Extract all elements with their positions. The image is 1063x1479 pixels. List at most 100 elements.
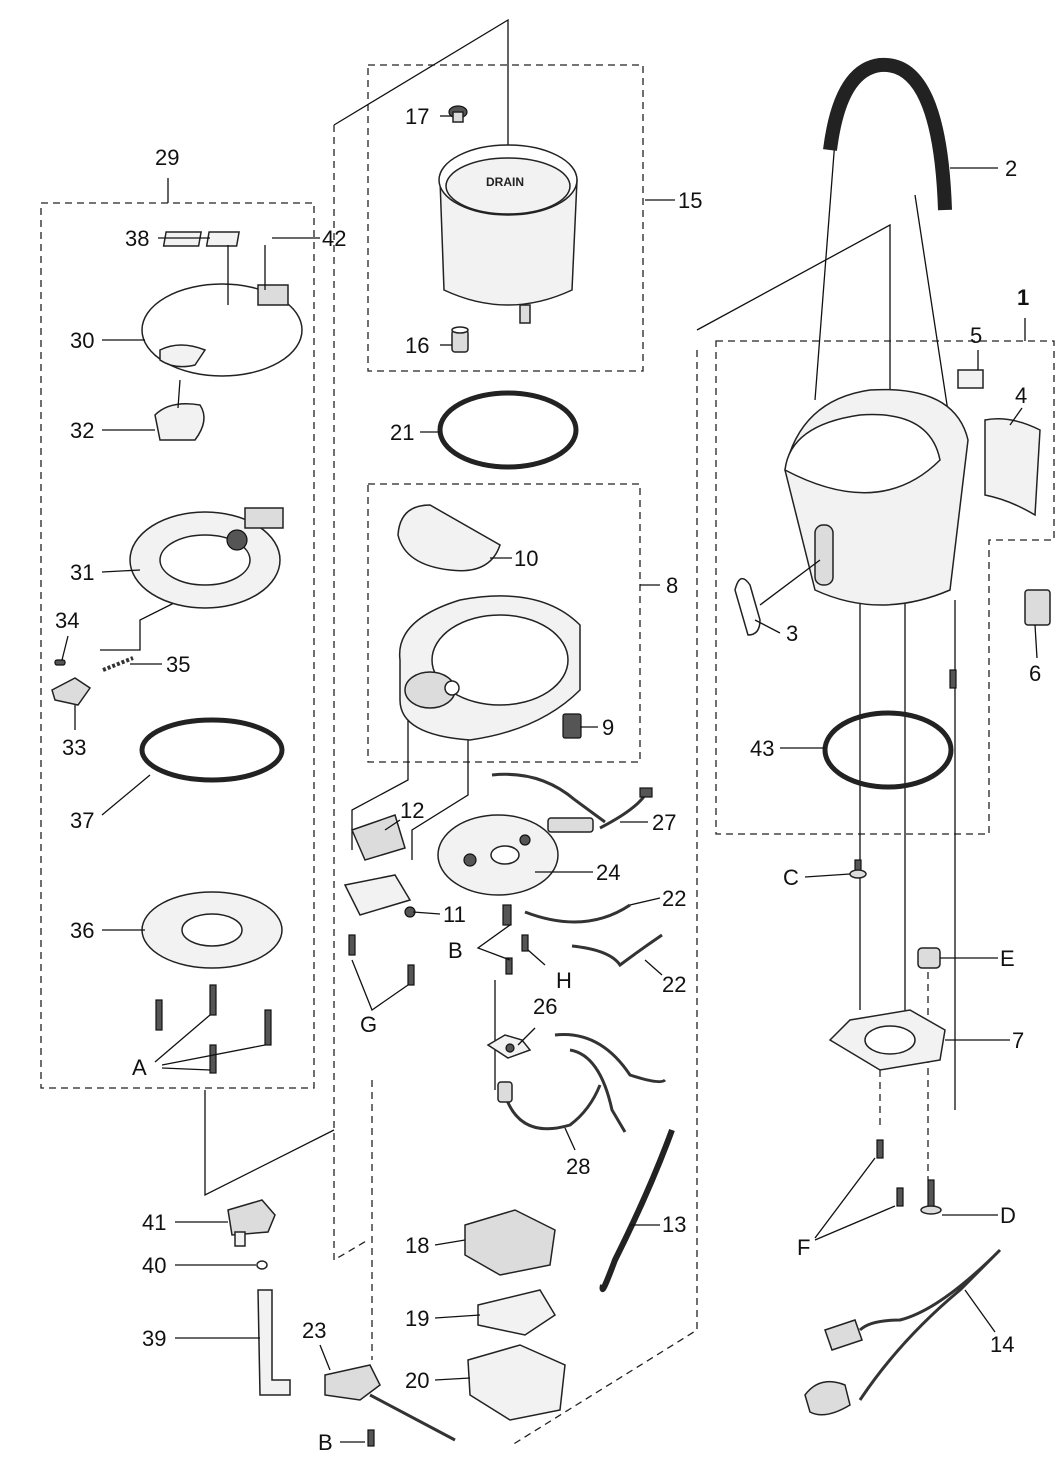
callout-f: F	[797, 1235, 810, 1260]
callout-d: D	[1000, 1203, 1016, 1228]
callout-19: 19	[405, 1306, 429, 1331]
connector-15-top	[333, 18, 509, 160]
screws-f	[876, 1139, 904, 1207]
callout-12: 12	[400, 798, 424, 823]
callout-5: 5	[970, 323, 982, 348]
label-42	[205, 231, 240, 247]
board-case-20	[467, 1344, 566, 1421]
screws-g	[348, 934, 415, 986]
top-cover-8	[398, 595, 581, 741]
callout-c: C	[783, 865, 799, 890]
screw-d	[920, 1179, 942, 1215]
callout-34: 34	[55, 608, 79, 633]
callout-e: E	[1000, 946, 1015, 971]
release-button-32	[154, 403, 205, 441]
callout-26: 26	[533, 994, 557, 1019]
callout-38: 38	[125, 226, 149, 251]
pump-outlet-41	[227, 1199, 276, 1247]
callout-33: 33	[62, 735, 86, 760]
callout-2: 2	[1005, 156, 1017, 181]
callout-29: 29	[155, 145, 179, 170]
inner-pot: DRAIN	[438, 144, 578, 324]
lid-frame-31	[129, 507, 284, 609]
connector-piece-9	[562, 713, 582, 739]
connector-8-right	[411, 715, 469, 860]
callout-39: 39	[142, 1326, 166, 1351]
callout-24: 24	[596, 860, 620, 885]
group-box-8-top-cover	[367, 483, 641, 763]
pipe-39	[257, 1289, 291, 1396]
tube-13	[599, 1128, 675, 1293]
callout-13: 13	[662, 1212, 686, 1237]
group-box-29-lid-assembly	[40, 202, 315, 1089]
handle-2	[823, 57, 952, 211]
callout-15: 15	[678, 188, 702, 213]
bottom-plate-7	[828, 1009, 946, 1071]
callout-21: 21	[390, 420, 414, 445]
callout-22-lower: 22	[662, 972, 686, 997]
callout-18: 18	[405, 1233, 429, 1258]
callout-10: 10	[514, 546, 538, 571]
power-cord-14	[804, 1248, 1002, 1416]
wiring-harness-28	[497, 1033, 667, 1133]
control-board-18	[464, 1209, 556, 1276]
connector-handle-left	[814, 139, 836, 401]
valve-cap-17	[448, 105, 468, 123]
callout-17: 17	[405, 104, 429, 129]
callout-20: 20	[405, 1368, 429, 1393]
pin-34	[54, 659, 66, 666]
callout-3: 3	[786, 621, 798, 646]
connector-dashed-right	[511, 350, 698, 1446]
bracket-11	[343, 874, 412, 916]
leader-lines	[61, 115, 1038, 1443]
callout-30: 30	[70, 328, 94, 353]
callout-35: 35	[166, 652, 190, 677]
group-box-15-inner-pot	[367, 64, 644, 372]
callout-31: 31	[70, 560, 94, 585]
connector-31-33	[100, 599, 181, 651]
screw-c	[849, 859, 867, 879]
callout-16: 16	[405, 333, 429, 358]
gasket-ring-21	[437, 390, 579, 470]
connector-housing-top	[696, 223, 891, 410]
spring-35	[102, 656, 134, 672]
lid-cover-30	[141, 283, 303, 377]
label-5	[957, 369, 984, 389]
callout-1: 1	[1017, 285, 1029, 310]
power-plug-icon	[804, 1380, 851, 1416]
lid-gasket-37	[139, 717, 285, 783]
callout-b-upper: B	[448, 938, 463, 963]
callout-14: 14	[990, 1332, 1014, 1357]
callout-b-lower: B	[318, 1430, 333, 1455]
callout-8: 8	[666, 573, 678, 598]
wire-22-upper	[524, 903, 631, 924]
callout-28: 28	[566, 1154, 590, 1179]
housing-body	[784, 388, 969, 606]
screw-h	[521, 934, 529, 952]
base-plate-24	[437, 814, 559, 896]
appliance-plug-icon	[824, 1319, 863, 1351]
callout-a: A	[132, 1055, 147, 1080]
connector-socket-6	[1024, 589, 1051, 626]
wire-22-lower	[571, 933, 663, 968]
o-ring-40	[256, 1260, 268, 1270]
callout-7: 7	[1012, 1028, 1024, 1053]
group-box-1-housing	[715, 340, 1055, 835]
callout-g: G	[360, 1012, 377, 1037]
callout-4: 4	[1015, 383, 1027, 408]
foot-e	[917, 947, 941, 969]
callout-42: 42	[322, 226, 346, 251]
callout-6: 6	[1029, 661, 1041, 686]
ring-43	[822, 710, 954, 790]
callout-41: 41	[142, 1210, 166, 1235]
callout-22-upper: 22	[662, 886, 686, 911]
lock-lever-33	[51, 677, 92, 706]
screws-a	[155, 984, 272, 1074]
inner-lid-36	[141, 891, 283, 969]
drain-marking: DRAIN	[486, 175, 524, 189]
pump-23	[324, 1364, 456, 1442]
connector-dashed-left	[333, 125, 369, 1262]
callout-37: 37	[70, 808, 94, 833]
callout-32: 32	[70, 418, 94, 443]
